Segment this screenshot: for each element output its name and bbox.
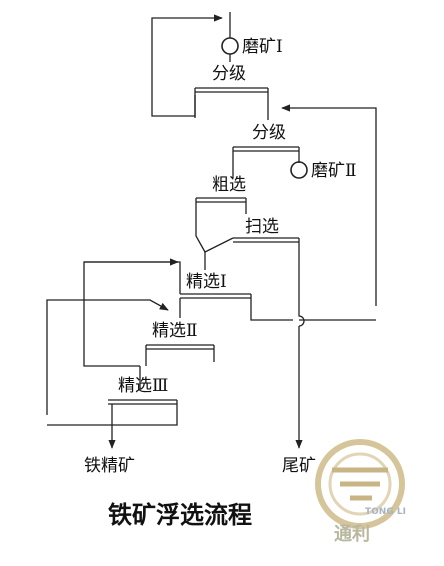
cleaner-1: 精选Ⅰ	[180, 272, 293, 321]
classify1-label: 分级	[212, 64, 246, 84]
concentrate-return-line	[46, 299, 169, 415]
classifier-1: 分级	[194, 64, 269, 118]
brand-logo-watermark: TONG LI 通利	[315, 439, 406, 545]
diagram-title: 铁矿浮选流程	[108, 500, 252, 529]
tailings-output-label: 尾矿	[282, 456, 316, 476]
classify2-label: 分级	[252, 123, 286, 143]
grind2-label: 磨矿Ⅱ	[311, 161, 357, 181]
middlings-loop-1	[83, 261, 181, 367]
grinding-mill-1: 磨矿Ⅰ	[221, 12, 283, 57]
rougher-label: 粗选	[212, 175, 246, 195]
cleaner2-label: 精选Ⅱ	[152, 321, 198, 341]
concentrate-output-label: 铁精矿	[84, 456, 135, 476]
brand-en-text: TONG LI	[365, 507, 406, 517]
brand-cn-text: 通利	[334, 523, 370, 545]
return-line-right	[281, 104, 377, 306]
cleaner-2: 精选Ⅱ	[145, 321, 215, 366]
grinding-mill-2: 磨矿Ⅱ	[290, 161, 357, 181]
rougher-flotation: 粗选	[195, 175, 247, 253]
scavenger-label: 扫选	[245, 217, 279, 237]
classifier-2: 分级	[232, 123, 300, 178]
grind1-label: 磨矿Ⅰ	[242, 37, 283, 57]
cleaner1-label: 精选Ⅰ	[186, 272, 227, 292]
cleaner3-label: 精选Ⅲ	[118, 376, 168, 396]
cleaner-3: 精选Ⅲ	[47, 366, 178, 449]
scavenger-flotation: 扫选	[204, 217, 300, 262]
